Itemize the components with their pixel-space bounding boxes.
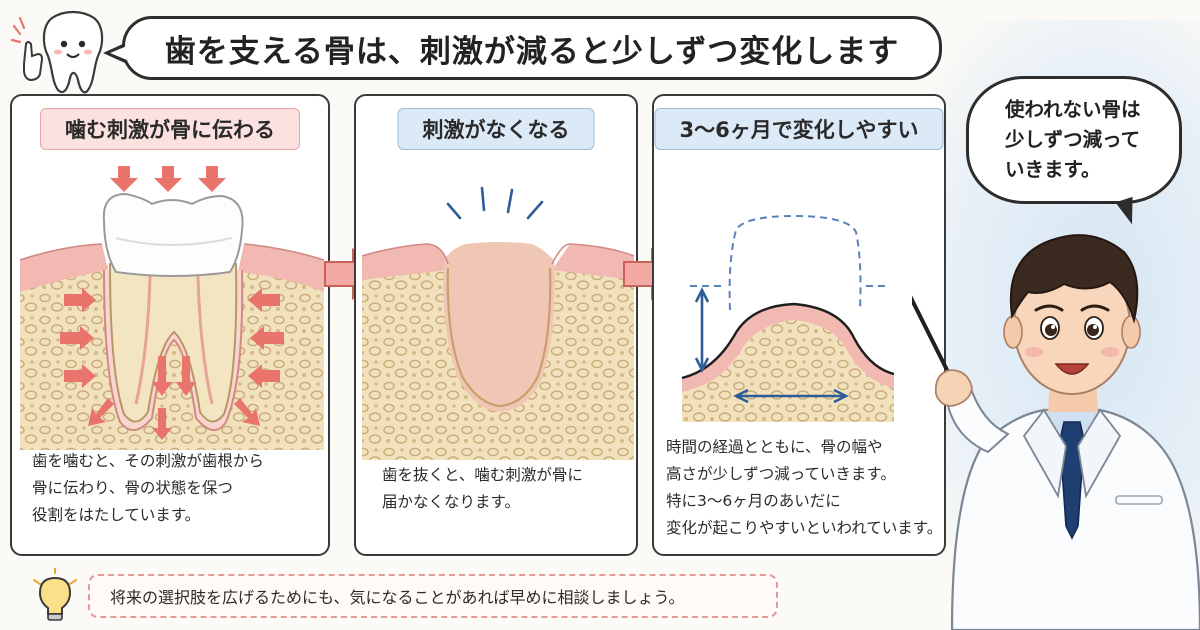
doctor-character <box>912 234 1200 630</box>
description-line: 歯を噛むと、その刺激が歯根から <box>32 452 264 470</box>
panel-heading: 刺激がなくなる <box>397 108 595 150</box>
title-bubble: 歯を支える骨は、刺激が減ると少しずつ変化します <box>103 16 942 80</box>
extraction-site-illustration <box>361 186 635 460</box>
bone-resorption-illustration <box>681 214 895 422</box>
speech-line: いきます。 <box>1005 158 1101 181</box>
chewing-force-arrows <box>110 166 226 192</box>
panel-description: 歯を噛むと、その刺激が歯根から 骨に伝わり、骨の状態を保つ 役割をはたしています… <box>32 448 316 529</box>
panel-bone-change: 3〜6ヶ月で変化しやすい <box>652 94 946 556</box>
width-measure-arrow <box>733 388 849 404</box>
bone-stimulus-arrows <box>60 288 284 440</box>
panel-heading: 3〜6ヶ月で変化しやすい <box>654 108 944 150</box>
tooth-mascot-icon <box>10 10 104 94</box>
panel-heading: 噛む刺激が骨に伝わる <box>40 108 300 150</box>
description-line: 骨に伝わり、骨の状態を保つ <box>32 479 233 497</box>
description-line: 届かなくなります。 <box>382 493 520 511</box>
tip-text: 将来の選択肢を広げるためにも、気になることがあれば早めに相談しましょう。 <box>110 588 685 607</box>
description-line: 歯を抜くと、噛む刺激が骨に <box>382 466 583 484</box>
description-line: 時間の経過とともに、骨の幅や <box>666 438 883 456</box>
description-line: 変化が起こりやすいといわれています。 <box>666 519 943 537</box>
tip-message-box: 将来の選択肢を広げるためにも、気になることがあれば早めに相談しましょう。 <box>88 574 778 618</box>
speech-line: 少しずつ減って <box>1005 128 1141 151</box>
description-line: 高さが少しずつ減っていきます。 <box>666 465 896 483</box>
description-line: 特に3〜6ヶ月のあいだに <box>666 492 841 510</box>
tooth-bone-illustration <box>19 166 325 450</box>
speech-line: 使われない骨は <box>1005 98 1141 121</box>
description-line: 役割をはたしています。 <box>32 506 201 524</box>
page-title: 歯を支える骨は、刺激が減ると少しずつ変化します <box>164 33 900 70</box>
doctor-speech-bubble: 使われない骨は 少しずつ減って いきます。 <box>966 76 1182 204</box>
panel-chewing-stimulus: 噛む刺激が骨に伝わる <box>10 94 330 556</box>
panel-description: 歯を抜くと、噛む刺激が骨に 届かなくなります。 <box>382 462 624 516</box>
height-measure-arrow <box>694 287 710 373</box>
panel-stimulus-lost: 刺激がなくなる 歯を抜くと、噛む刺激が骨に 届かなくなります。 <box>354 94 638 556</box>
panel-description: 時間の経過とともに、骨の幅や 高さが少しずつ減っていきます。 特に3〜6ヶ月のあ… <box>666 434 943 542</box>
lightbulb-icon <box>33 568 77 621</box>
empty-signal-marks <box>446 186 544 220</box>
